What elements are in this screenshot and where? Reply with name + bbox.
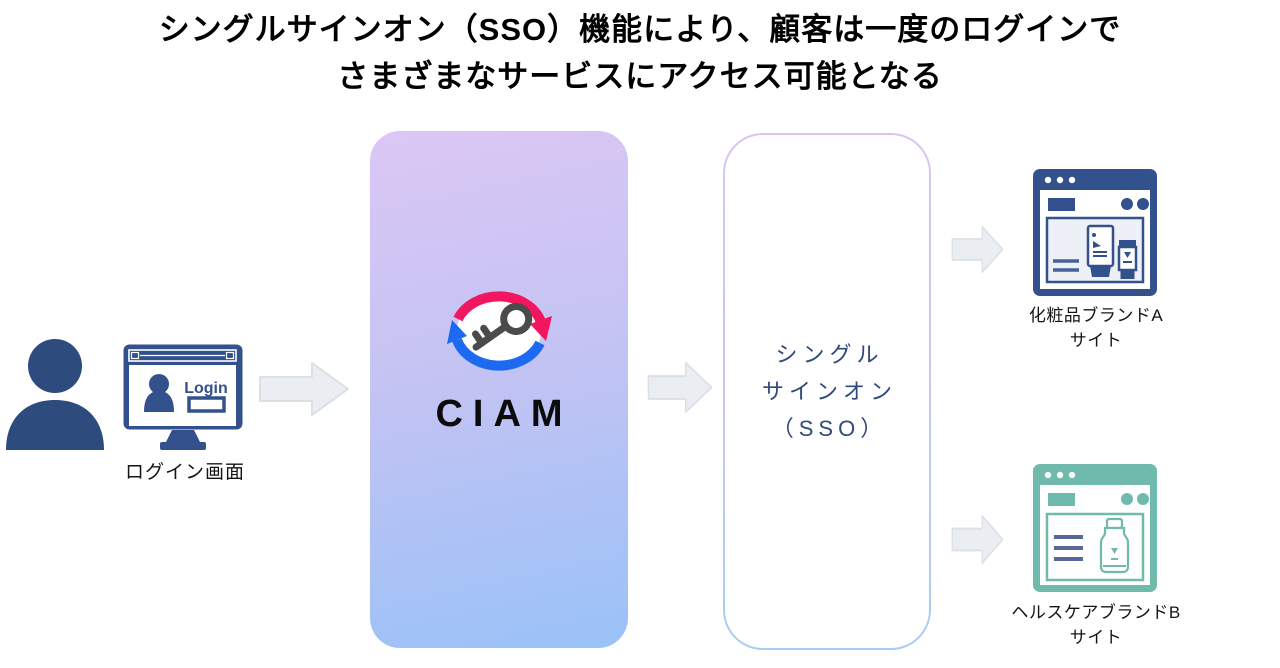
page-title-line2: さまざまなサービスにアクセス可能となる bbox=[337, 59, 943, 94]
page-title-line1: シングルサインオン（SSO）機能により、顧客は一度のログインで bbox=[158, 12, 1122, 47]
arrow-right-icon bbox=[647, 360, 713, 415]
sso-label-line2: サインオン bbox=[761, 379, 897, 404]
healthcare-site-label-line2: サイト bbox=[1069, 628, 1123, 647]
ciam-label: CIAM bbox=[435, 393, 573, 435]
arrow-right-icon bbox=[258, 360, 350, 418]
login-screen-label: ログイン画面 bbox=[124, 462, 245, 483]
healthcare-site-label-line1: ヘルスケアブランドB bbox=[1011, 603, 1181, 622]
arrow-right-icon bbox=[951, 224, 1004, 275]
cosmetics-site-browser-icon bbox=[1033, 169, 1157, 296]
sso-label-line1: シングル bbox=[775, 342, 884, 367]
login-screen-monitor-icon: Login bbox=[122, 343, 244, 455]
sso-panel: シングル サインオン （SSO） bbox=[723, 133, 931, 650]
sso-label-line3: （SSO） bbox=[771, 416, 888, 441]
user-silhouette-icon bbox=[3, 336, 107, 450]
sso-label: シングル サインオン （SSO） bbox=[757, 336, 897, 447]
page-title: シングルサインオン（SSO）機能により、顧客は一度のログインで さまざまなサービ… bbox=[0, 6, 1280, 100]
login-button-text: Login bbox=[184, 380, 228, 397]
sso-panel-inner: シングル サインオン （SSO） bbox=[725, 135, 929, 648]
ciam-sync-key-icon bbox=[435, 283, 563, 379]
cosmetics-site-label-line1: 化粧品ブランドA bbox=[1028, 306, 1164, 325]
healthcare-site-browser-icon bbox=[1033, 464, 1157, 592]
healthcare-site-label: ヘルスケアブランドB サイト bbox=[996, 600, 1196, 650]
cosmetics-site-label-line2: サイト bbox=[1069, 331, 1123, 350]
cosmetics-site-label: 化粧品ブランドA サイト bbox=[996, 303, 1196, 353]
arrow-right-icon bbox=[951, 513, 1004, 566]
ciam-panel: CIAM bbox=[370, 131, 628, 648]
